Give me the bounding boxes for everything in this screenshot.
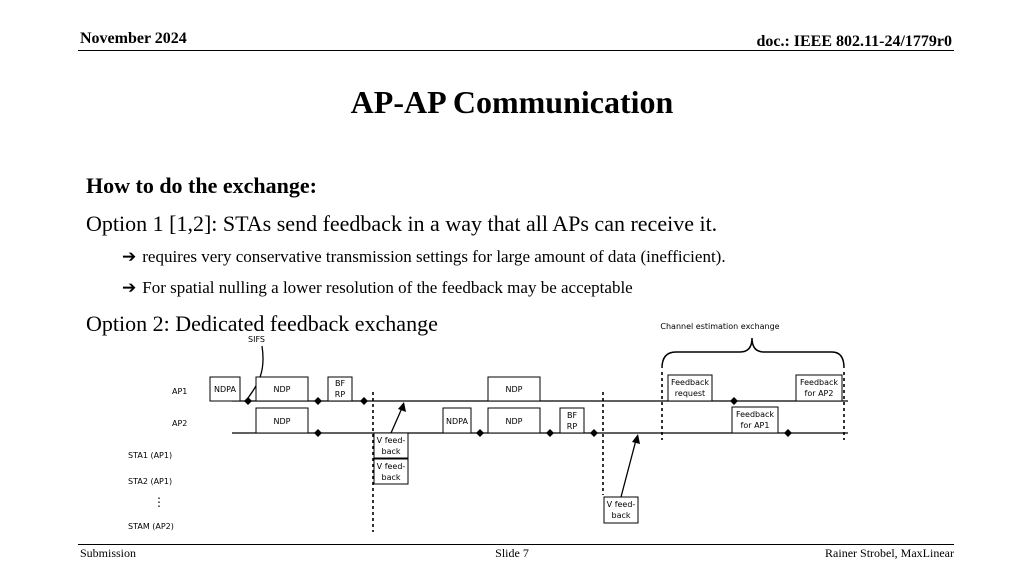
sifs-diamond-icon [314, 397, 322, 405]
svg-text:BF: BF [567, 411, 577, 420]
header-date: November 2024 [80, 30, 187, 47]
svg-text:request: request [675, 389, 705, 398]
svg-text:for AP1: for AP1 [741, 421, 770, 430]
bullet-text: For spatial nulling a lower resolution o… [142, 278, 633, 297]
frame-ap1-feedback-for-ap2: Feedback for AP2 [795, 374, 843, 402]
bullet-text: requires very conservative transmission … [142, 247, 726, 266]
bullet-item: ➔ requires very conservative transmission… [122, 247, 726, 267]
svg-text:NDPA: NDPA [446, 417, 468, 426]
option-1-text: Option 1 [1,2]: STAs send feedback in a … [86, 211, 718, 236]
option-2-text: Option 2: Dedicated feedback exchange [86, 311, 438, 336]
sifs-diamond-icon [360, 397, 368, 405]
section-heading: How to do the exchange: [86, 173, 317, 198]
svg-text:V feed-: V feed- [377, 436, 406, 445]
frame-ap2-ndpa: NDPA [442, 407, 472, 434]
ellipsis-icon: ⋮ [153, 495, 165, 509]
row-label-stam: STAM (AP2) [128, 522, 174, 531]
bullet-item: ➔ For spatial nulling a lower resolution … [122, 278, 633, 298]
svg-text:RP: RP [567, 422, 578, 431]
sifs-diamond-icon [546, 429, 554, 437]
svg-text:NDP: NDP [506, 385, 523, 394]
pointer-arrow-sta1 [390, 402, 406, 434]
svg-text:Feedback: Feedback [736, 410, 774, 419]
svg-text:NDP: NDP [506, 417, 523, 426]
svg-text:back: back [611, 511, 630, 520]
frame-ap1-feedback-request: Feedback request [667, 374, 713, 402]
frame-ap2-ndp: NDP [255, 407, 309, 434]
slide-title: AP-AP Communication [350, 84, 674, 120]
row-label-ap2: AP2 [172, 419, 187, 428]
sifs-diamond-icon [590, 429, 598, 437]
footer-divider [78, 544, 954, 545]
svg-text:RP: RP [335, 390, 346, 399]
svg-text:V feed-: V feed- [377, 462, 406, 471]
footer-slide-number: Slide 7 [495, 546, 529, 560]
svg-text:Feedback: Feedback [800, 378, 838, 387]
arrowhead-icon [398, 402, 406, 412]
header-doc-id: doc.: IEEE 802.11-24/1779r0 [756, 33, 952, 50]
svg-text:NDP: NDP [274, 385, 291, 394]
frame-ap2-bf-rp: BF RP [559, 407, 585, 434]
frame-ap2-feedback-for-ap1: Feedback for AP1 [731, 406, 779, 434]
frame-ap1-ndp: NDP [255, 376, 309, 402]
svg-text:back: back [381, 447, 400, 456]
frame-ap1-ndp-2: NDP [487, 376, 541, 402]
frame-ap1-ndpa: NDPA [209, 376, 241, 402]
svg-text:V feed-: V feed- [607, 500, 636, 509]
sifs-diamond-icon [784, 429, 792, 437]
row-label-sta2: STA2 (AP1) [128, 477, 172, 486]
sifs-label: SIFS [248, 335, 265, 344]
frame-sta1-v-feedback: V feed- back [373, 432, 409, 459]
sifs-diamond-icon [730, 397, 738, 405]
frame-ap2-ndp-2: NDP [487, 407, 541, 434]
frame-stam-v-feedback: V feed- back [603, 496, 639, 524]
sifs-markers [244, 397, 792, 437]
right-arrow-icon: ➔ [122, 278, 137, 297]
footer-submission: Submission [80, 546, 137, 560]
svg-text:Feedback: Feedback [671, 378, 709, 387]
arrowhead-icon [632, 434, 640, 444]
footer-author: Rainer Strobel, MaxLinear [825, 546, 954, 560]
row-label-sta1: STA1 (AP1) [128, 451, 172, 460]
row-label-ap1: AP1 [172, 387, 187, 396]
brace-label: Channel estimation exchange [660, 322, 779, 331]
right-arrow-icon: ➔ [122, 247, 137, 266]
sifs-diamond-icon [314, 429, 322, 437]
sifs-diamond-icon [476, 429, 484, 437]
sifs-diamond-icon [244, 397, 252, 405]
header-divider [78, 50, 954, 51]
svg-text:back: back [381, 473, 400, 482]
frame-sta2-v-feedback: V feed- back [373, 458, 409, 485]
svg-text:BF: BF [335, 379, 345, 388]
svg-text:for AP2: for AP2 [805, 389, 834, 398]
svg-text:NDP: NDP [274, 417, 291, 426]
svg-text:NDPA: NDPA [214, 385, 236, 394]
frame-ap1-bf-rp: BF RP [327, 376, 353, 402]
brace-shape [661, 337, 845, 369]
pointer-arrow-stam [620, 434, 640, 498]
